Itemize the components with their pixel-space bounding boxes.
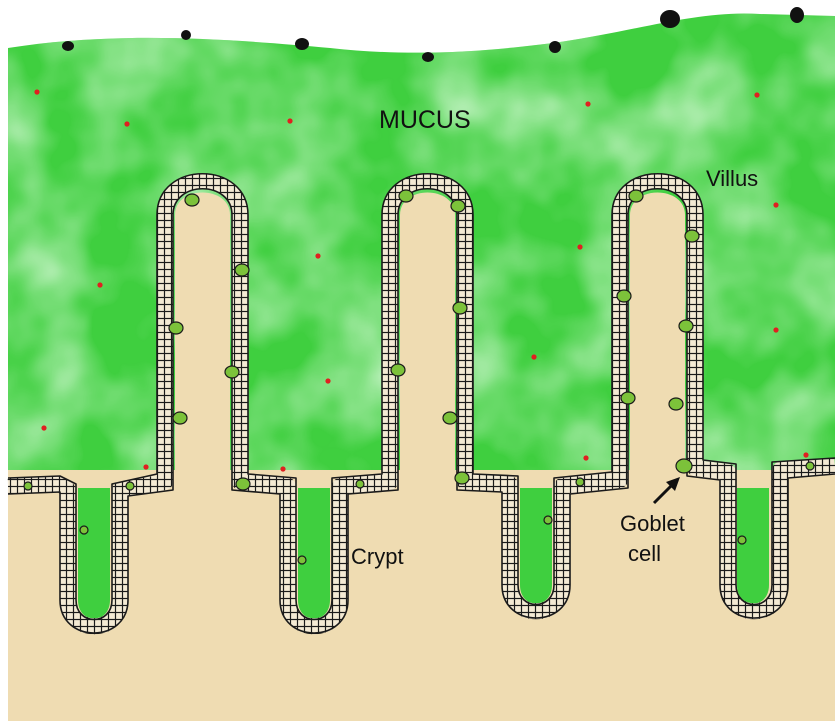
goblet-cell-label-line2: cell: [628, 541, 661, 566]
mucus-label: MUCUS: [379, 106, 471, 134]
villus-label: Villus: [706, 166, 758, 191]
crypt-label: Crypt: [351, 544, 404, 569]
goblet-cell-label-line1: Goblet: [620, 511, 685, 536]
lamina-propria: [8, 470, 835, 721]
